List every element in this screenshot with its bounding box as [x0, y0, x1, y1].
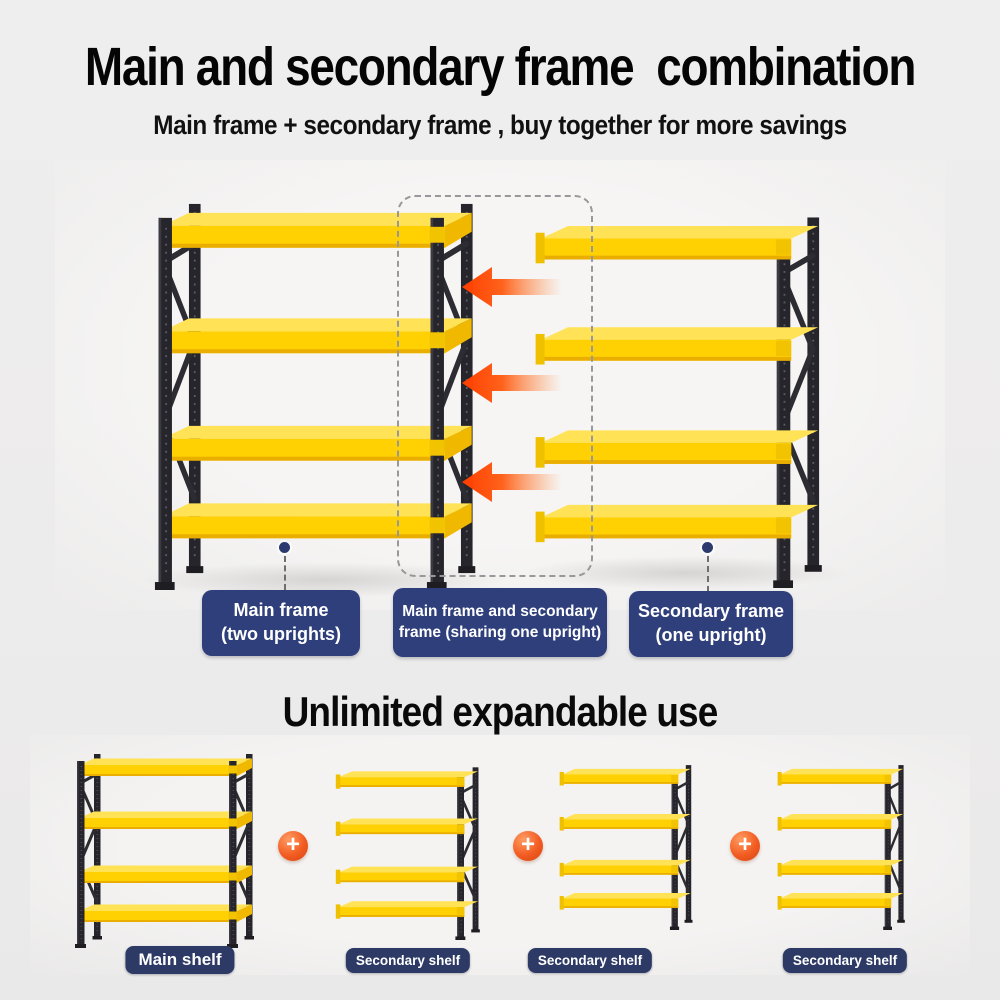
tag-line: frame (sharing one upright) [398, 623, 602, 641]
plus-icon: + [513, 831, 543, 861]
label-main-shelf: Main shelf [125, 946, 235, 974]
connector-dot [279, 542, 290, 553]
tag-line: Secondary frame [637, 601, 785, 622]
tag-line: (two uprights) [221, 624, 341, 644]
tag-line: (one upright) [655, 625, 767, 645]
label-secondary-shelf: Secondary shelf [527, 948, 653, 973]
plus-icon: + [730, 831, 760, 861]
secondary-shelf-photo-2 [558, 760, 700, 930]
label-secondary-shelf: Secondary shelf [782, 948, 908, 973]
secondary-shelf-photo-3 [776, 760, 912, 930]
section-title: Unlimited expandable use [282, 688, 719, 735]
connector-dot [702, 542, 713, 553]
left-arrow-icon [462, 363, 562, 403]
plus-icon: + [278, 831, 308, 861]
connector-line [707, 556, 709, 592]
tag-secondary-frame: Secondary frame (one upright) [629, 591, 793, 657]
page-subtitle: Main frame + secondary frame , buy toget… [153, 110, 847, 140]
main-shelf-photo [70, 748, 260, 948]
tag-line: Main frame and secondary [402, 603, 598, 621]
left-arrow-icon [462, 462, 562, 502]
tag-line: Main frame [233, 600, 329, 621]
shared-upright-highlight-box [397, 195, 593, 577]
left-arrow-icon [462, 267, 562, 307]
label-secondary-shelf: Secondary shelf [345, 948, 471, 973]
page-title: Main and secondary frame combination [84, 37, 916, 97]
secondary-shelf-photo-1 [334, 762, 488, 940]
tag-shared-frame: Main frame and secondary frame (sharing … [393, 588, 607, 657]
tag-main-frame: Main frame (two uprights) [202, 590, 360, 656]
connector-line [284, 556, 286, 590]
